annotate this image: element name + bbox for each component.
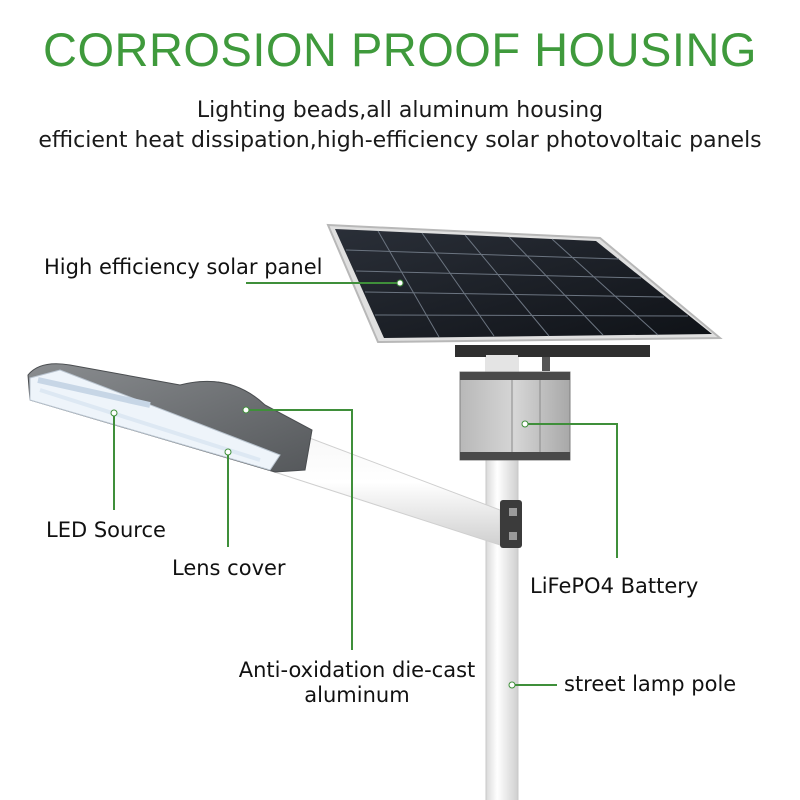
label-battery: LiFePO4 Battery: [530, 574, 699, 598]
subtitle-line-1: Lighting beads,all aluminum housing: [196, 98, 604, 123]
label-pole: street lamp pole: [564, 672, 737, 696]
battery-box: [459, 371, 571, 461]
label-housing-line-2: aluminum: [304, 683, 410, 707]
label-solar-panel: High efficiency solar panel: [44, 255, 323, 279]
leader-housing: [246, 409, 353, 650]
panel-bracket: [455, 345, 650, 357]
arm-clamp: [500, 500, 522, 548]
label-housing-line-1: Anti-oxidation die-cast: [238, 658, 476, 682]
leader-battery: [525, 423, 618, 558]
page-title: CORROSION PROOF HOUSING: [43, 23, 757, 76]
solar-panel: [326, 223, 723, 344]
subtitle-line-2: efficient heat dissipation,high-efficien…: [38, 128, 762, 153]
label-lens-cover: Lens cover: [172, 556, 286, 580]
label-led-source: LED Source: [46, 518, 166, 542]
